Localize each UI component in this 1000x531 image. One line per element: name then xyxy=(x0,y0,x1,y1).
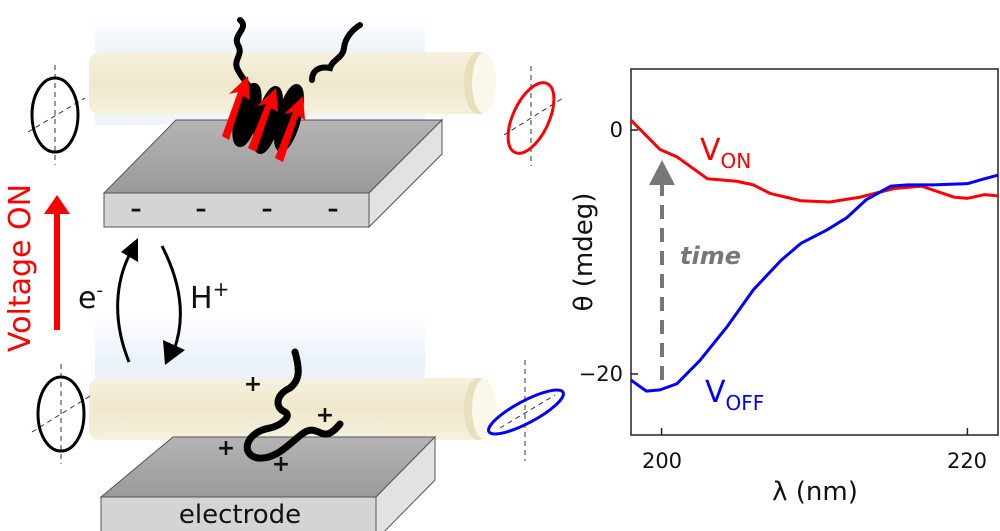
proton-transfer-arrow-icon xyxy=(160,245,185,365)
polarization-output-blue xyxy=(487,360,565,461)
cd-chart: 200 220 0 −20 λ (nm) θ (mdeg) time VON V… xyxy=(569,68,999,507)
proton-label: H+ xyxy=(190,277,229,316)
electrode-label: electrode xyxy=(179,500,301,530)
negative-charge: – xyxy=(131,197,142,222)
polarization-input-bottom xyxy=(31,364,91,464)
voltage-on-label: Voltage ON xyxy=(3,184,38,352)
electrode-bottom: electrode xyxy=(99,435,437,531)
positive-charge: + xyxy=(316,403,334,428)
electrode-top: – – – – xyxy=(102,118,444,229)
polarization-output-red xyxy=(503,66,564,166)
helix-dipole-arrows xyxy=(222,76,305,162)
negative-charge: – xyxy=(328,197,339,222)
negative-charge: – xyxy=(262,197,273,222)
positive-charge: + xyxy=(217,436,235,461)
electron-label: e- xyxy=(78,280,103,316)
voltage-arrow-icon xyxy=(44,195,70,330)
y-tick-label: −20 xyxy=(579,362,623,386)
polarization-input-top xyxy=(27,65,86,165)
random-coil-peptide xyxy=(243,348,344,462)
light-beam-bottom xyxy=(89,378,496,440)
time-annotation: time xyxy=(680,242,741,270)
x-tick-label: 220 xyxy=(947,449,987,473)
electron-transfer-arrow-icon xyxy=(116,238,138,363)
v-on-label: VON xyxy=(700,133,751,173)
negative-charge: – xyxy=(196,197,207,222)
positive-charge: + xyxy=(244,372,262,397)
v-off-label: VOFF xyxy=(705,375,764,415)
x-tick-label: 200 xyxy=(642,449,682,473)
positive-charge: + xyxy=(272,452,290,477)
series-line-v-off xyxy=(630,173,999,393)
time-arrow-icon xyxy=(649,160,675,380)
series-line-v-on xyxy=(629,119,999,204)
plot-frame xyxy=(630,68,999,436)
y-axis-label: θ (mdeg) xyxy=(569,193,599,312)
x-axis-label: λ (nm) xyxy=(772,477,858,507)
y-tick-label: 0 xyxy=(610,118,623,142)
light-beam-top xyxy=(89,52,496,114)
